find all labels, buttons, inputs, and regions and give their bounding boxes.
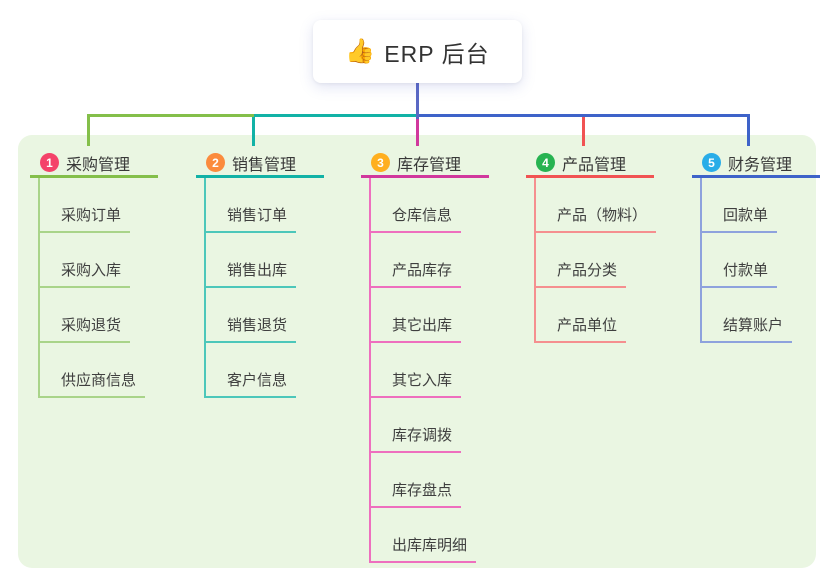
- child-node[interactable]: 付款单: [702, 233, 778, 288]
- branch-children: 回款单 付款单 结算账户: [700, 178, 793, 343]
- child-node[interactable]: 采购入库: [40, 233, 131, 288]
- child-node[interactable]: 库存盘点: [371, 453, 462, 508]
- child-node-label: 产品单位: [557, 317, 618, 334]
- branch-title-label: 销售管理: [232, 156, 297, 174]
- child-node[interactable]: 客户信息: [206, 343, 297, 398]
- connector-branch3-drop: [416, 119, 419, 146]
- child-node[interactable]: 其它入库: [371, 343, 462, 398]
- child-node-label: 库存盘点: [392, 482, 453, 499]
- branch-title-product[interactable]: 4 产品管理: [526, 150, 654, 178]
- branch-inventory: 3 库存管理 仓库信息 产品库存 其它出库 其它入库 库存调拨 库存盘点 出库库…: [361, 150, 489, 563]
- child-node-label: 库存调拨: [392, 427, 453, 444]
- branch-title-label: 财务管理: [728, 156, 793, 174]
- child-node[interactable]: 产品（物料）: [536, 178, 657, 233]
- connector-branch1-drop: [87, 114, 90, 146]
- branch-sales: 2 销售管理 销售订单 销售出库 销售退货 客户信息: [196, 150, 324, 398]
- root-node-label: ERP 后台: [384, 40, 490, 67]
- connector-branch5-horizontal: [419, 114, 750, 117]
- child-node-label: 出库库明细: [392, 537, 468, 554]
- connector-branch2-drop: [252, 117, 255, 146]
- child-node[interactable]: 仓库信息: [371, 178, 462, 233]
- branch-children: 销售订单 销售出库 销售退货 客户信息: [204, 178, 297, 398]
- child-node-label: 采购订单: [61, 207, 122, 224]
- thumbs-up-icon: 👍: [345, 37, 376, 65]
- connector-root-drop: [416, 83, 419, 119]
- branch-number-badge: 2: [206, 153, 225, 172]
- child-node[interactable]: 采购订单: [40, 178, 131, 233]
- branch-children: 仓库信息 产品库存 其它出库 其它入库 库存调拨 库存盘点 出库库明细: [369, 178, 477, 563]
- child-node[interactable]: 出库库明细: [371, 508, 477, 563]
- branch-title-label: 采购管理: [66, 156, 131, 174]
- child-node-label: 其它入库: [392, 372, 453, 389]
- child-node[interactable]: 其它出库: [371, 288, 462, 343]
- child-node[interactable]: 销售订单: [206, 178, 297, 233]
- child-node[interactable]: 销售退货: [206, 288, 297, 343]
- child-node-label: 供应商信息: [61, 372, 137, 389]
- child-node-label: 销售退货: [227, 317, 288, 334]
- mindmap-panel: [18, 135, 816, 568]
- connector-branch4-drop: [582, 117, 585, 146]
- branch-number-badge: 4: [536, 153, 555, 172]
- connector-branch2-horizontal: [254, 114, 416, 117]
- branch-finance: 5 财务管理 回款单 付款单 结算账户: [692, 150, 820, 343]
- branch-title-inventory[interactable]: 3 库存管理: [361, 150, 489, 178]
- connector-branch1-horizontal: [87, 114, 254, 117]
- child-node[interactable]: 库存调拨: [371, 398, 462, 453]
- branch-title-finance[interactable]: 5 财务管理: [692, 150, 820, 178]
- child-node[interactable]: 销售出库: [206, 233, 297, 288]
- branch-number-badge: 1: [40, 153, 59, 172]
- child-node-label: 采购入库: [61, 262, 122, 279]
- branch-children: 产品（物料） 产品分类 产品单位: [534, 178, 657, 343]
- child-node-label: 结算账户: [723, 317, 784, 334]
- branch-title-label: 产品管理: [562, 156, 627, 174]
- child-node-label: 客户信息: [227, 372, 288, 389]
- child-node-label: 回款单: [723, 207, 769, 224]
- child-node-label: 付款单: [723, 262, 769, 279]
- child-node[interactable]: 产品单位: [536, 288, 627, 343]
- branch-number-badge: 3: [371, 153, 390, 172]
- child-node-label: 采购退货: [61, 317, 122, 334]
- child-node-label: 产品分类: [557, 262, 618, 279]
- child-node-label: 其它出库: [392, 317, 453, 334]
- branch-title-sales[interactable]: 2 销售管理: [196, 150, 324, 178]
- child-node-label: 产品（物料）: [557, 207, 648, 224]
- child-node[interactable]: 产品库存: [371, 233, 462, 288]
- branch-children: 采购订单 采购入库 采购退货 供应商信息: [38, 178, 146, 398]
- branch-title-label: 库存管理: [397, 156, 462, 174]
- child-node-label: 销售出库: [227, 262, 288, 279]
- child-node-label: 销售订单: [227, 207, 288, 224]
- branch-procurement: 1 采购管理 采购订单 采购入库 采购退货 供应商信息: [30, 150, 158, 398]
- branch-product: 4 产品管理 产品（物料） 产品分类 产品单位: [526, 150, 657, 343]
- child-node-label: 产品库存: [392, 262, 453, 279]
- child-node-label: 仓库信息: [392, 207, 453, 224]
- child-node[interactable]: 产品分类: [536, 233, 627, 288]
- child-node[interactable]: 结算账户: [702, 288, 793, 343]
- child-node[interactable]: 回款单: [702, 178, 778, 233]
- branch-number-badge: 5: [702, 153, 721, 172]
- child-node[interactable]: 供应商信息: [40, 343, 146, 398]
- root-node[interactable]: 👍 ERP 后台: [313, 20, 522, 83]
- connector-branch5-drop: [747, 114, 750, 146]
- branch-title-procurement[interactable]: 1 采购管理: [30, 150, 158, 178]
- child-node[interactable]: 采购退货: [40, 288, 131, 343]
